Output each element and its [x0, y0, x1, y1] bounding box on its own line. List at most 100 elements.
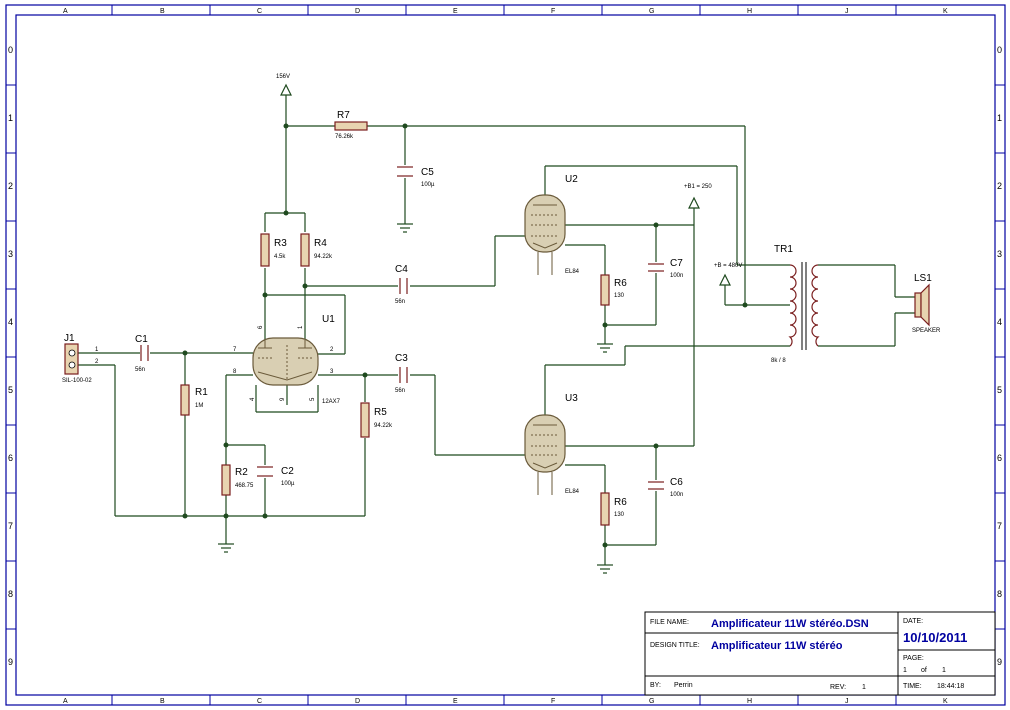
svg-text:2: 2 — [330, 347, 334, 353]
svg-text:1: 1 — [95, 347, 99, 353]
svg-text:Perrin: Perrin — [674, 682, 693, 689]
drawing-frame — [5, 4, 1006, 706]
svg-text:56n: 56n — [395, 299, 405, 305]
svg-text:5: 5 — [310, 397, 316, 401]
svg-text:J: J — [845, 698, 849, 705]
junction-dots — [182, 123, 748, 548]
supply-b: +B = 480V — [714, 263, 742, 286]
grid-col-A: AA — [63, 8, 68, 705]
svg-text:1: 1 — [862, 684, 866, 691]
svg-text:1M: 1M — [195, 403, 203, 409]
svg-text:7: 7 — [233, 347, 237, 353]
svg-text:C: C — [257, 8, 262, 15]
svg-text:C4: C4 — [395, 264, 408, 275]
svg-text:2: 2 — [997, 181, 1002, 191]
svg-text:18:44:18: 18:44:18 — [937, 683, 964, 690]
speaker-ls1: LS1 SPEAKER — [912, 273, 941, 334]
transformer-tr1: TR1 8k / 8 — [771, 244, 820, 364]
ground-icon — [597, 564, 613, 574]
svg-text:H: H — [747, 8, 752, 15]
svg-text:EL84: EL84 — [565, 269, 580, 275]
capacitor-c2: C2 100µ — [257, 466, 295, 487]
svg-text:F: F — [551, 698, 555, 705]
resistor-r5: R5 94.22k — [360, 402, 393, 438]
svg-text:130: 130 — [614, 293, 625, 299]
svg-text:0: 0 — [8, 45, 13, 55]
svg-text:Amplificateur 11W stéréo: Amplificateur 11W stéréo — [711, 640, 843, 652]
svg-text:J: J — [845, 8, 849, 15]
svg-text:8: 8 — [233, 369, 237, 375]
svg-text:9: 9 — [997, 657, 1002, 667]
ground-icon — [218, 543, 234, 553]
svg-text:SPEAKER: SPEAKER — [912, 328, 941, 334]
svg-text:3: 3 — [997, 249, 1002, 259]
capacitor-c1: C1 56n — [135, 334, 149, 373]
svg-text:G: G — [649, 698, 654, 705]
svg-text:56n: 56n — [395, 388, 405, 394]
svg-text:100n: 100n — [670, 273, 683, 279]
svg-text:8: 8 — [997, 589, 1002, 599]
resistor-r3: R3 4.5k — [260, 233, 287, 267]
svg-text:2: 2 — [95, 359, 99, 365]
svg-text:R5: R5 — [374, 407, 387, 418]
resistor-r6-upper: R6 130 — [600, 274, 627, 306]
svg-text:100µ: 100µ — [421, 182, 435, 188]
resistor-r2: R2 468.75 — [221, 464, 254, 496]
svg-text:EL84: EL84 — [565, 489, 580, 495]
design-title-field: DESIGN TITLE: Amplificateur 11W stéréo — [650, 640, 843, 652]
grid-row-ticks — [6, 84, 1005, 630]
page-field: PAGE: 1 of 1 — [903, 655, 946, 674]
svg-text:4: 4 — [250, 397, 256, 401]
svg-text:130: 130 — [614, 512, 625, 518]
connector-j1: J1 SIL-100-02 1 2 — [62, 333, 99, 384]
svg-text:100n: 100n — [670, 492, 683, 498]
svg-text:A: A — [63, 698, 68, 705]
supply-b1: +B1 = 250 — [684, 184, 712, 209]
svg-text:R2: R2 — [235, 467, 248, 478]
svg-text:K: K — [943, 698, 948, 705]
svg-text:FILE NAME:: FILE NAME: — [650, 619, 689, 626]
svg-text:156V: 156V — [276, 74, 290, 80]
svg-text:C6: C6 — [670, 477, 683, 488]
svg-text:C2: C2 — [281, 466, 294, 477]
svg-text:TR1: TR1 — [774, 244, 793, 255]
svg-text:9: 9 — [280, 397, 286, 401]
grid-col-F: FF — [551, 8, 555, 705]
capacitor-c6: C6 100n — [648, 477, 683, 498]
grid-column-labels: AA BB CC DD EE FF GG HH JJ KK — [63, 8, 948, 705]
svg-text:C7: C7 — [670, 258, 683, 269]
file-name-field: FILE NAME: Amplificateur 11W stéréo.DSN — [650, 618, 869, 630]
supply-156v: 156V — [276, 74, 292, 96]
svg-text:56n: 56n — [135, 367, 145, 373]
grid-col-G: GG — [649, 8, 654, 705]
svg-text:8k / 8: 8k / 8 — [771, 358, 786, 364]
grid-col-D: DD — [355, 8, 360, 705]
capacitor-c5: C5 100µ — [397, 166, 435, 188]
grid-col-K: KK — [943, 8, 948, 705]
svg-text:R1: R1 — [195, 387, 208, 398]
svg-text:BY:: BY: — [650, 682, 661, 689]
svg-text:94.22k: 94.22k — [314, 254, 333, 260]
svg-text:F: F — [551, 8, 555, 15]
svg-text:1: 1 — [997, 113, 1002, 123]
svg-text:+B1 = 250: +B1 = 250 — [684, 184, 712, 190]
svg-text:4: 4 — [8, 317, 13, 327]
svg-text:C3: C3 — [395, 353, 408, 364]
svg-text:12AX7: 12AX7 — [322, 399, 341, 405]
svg-text:G: G — [649, 8, 654, 15]
svg-text:468.75: 468.75 — [235, 483, 254, 489]
svg-text:4: 4 — [997, 317, 1002, 327]
svg-text:B: B — [160, 8, 165, 15]
svg-text:D: D — [355, 698, 360, 705]
grid-col-H: HH — [747, 8, 752, 705]
ground-icon — [397, 223, 413, 233]
svg-text:U3: U3 — [565, 393, 578, 404]
svg-text:+B = 480V: +B = 480V — [714, 263, 742, 269]
